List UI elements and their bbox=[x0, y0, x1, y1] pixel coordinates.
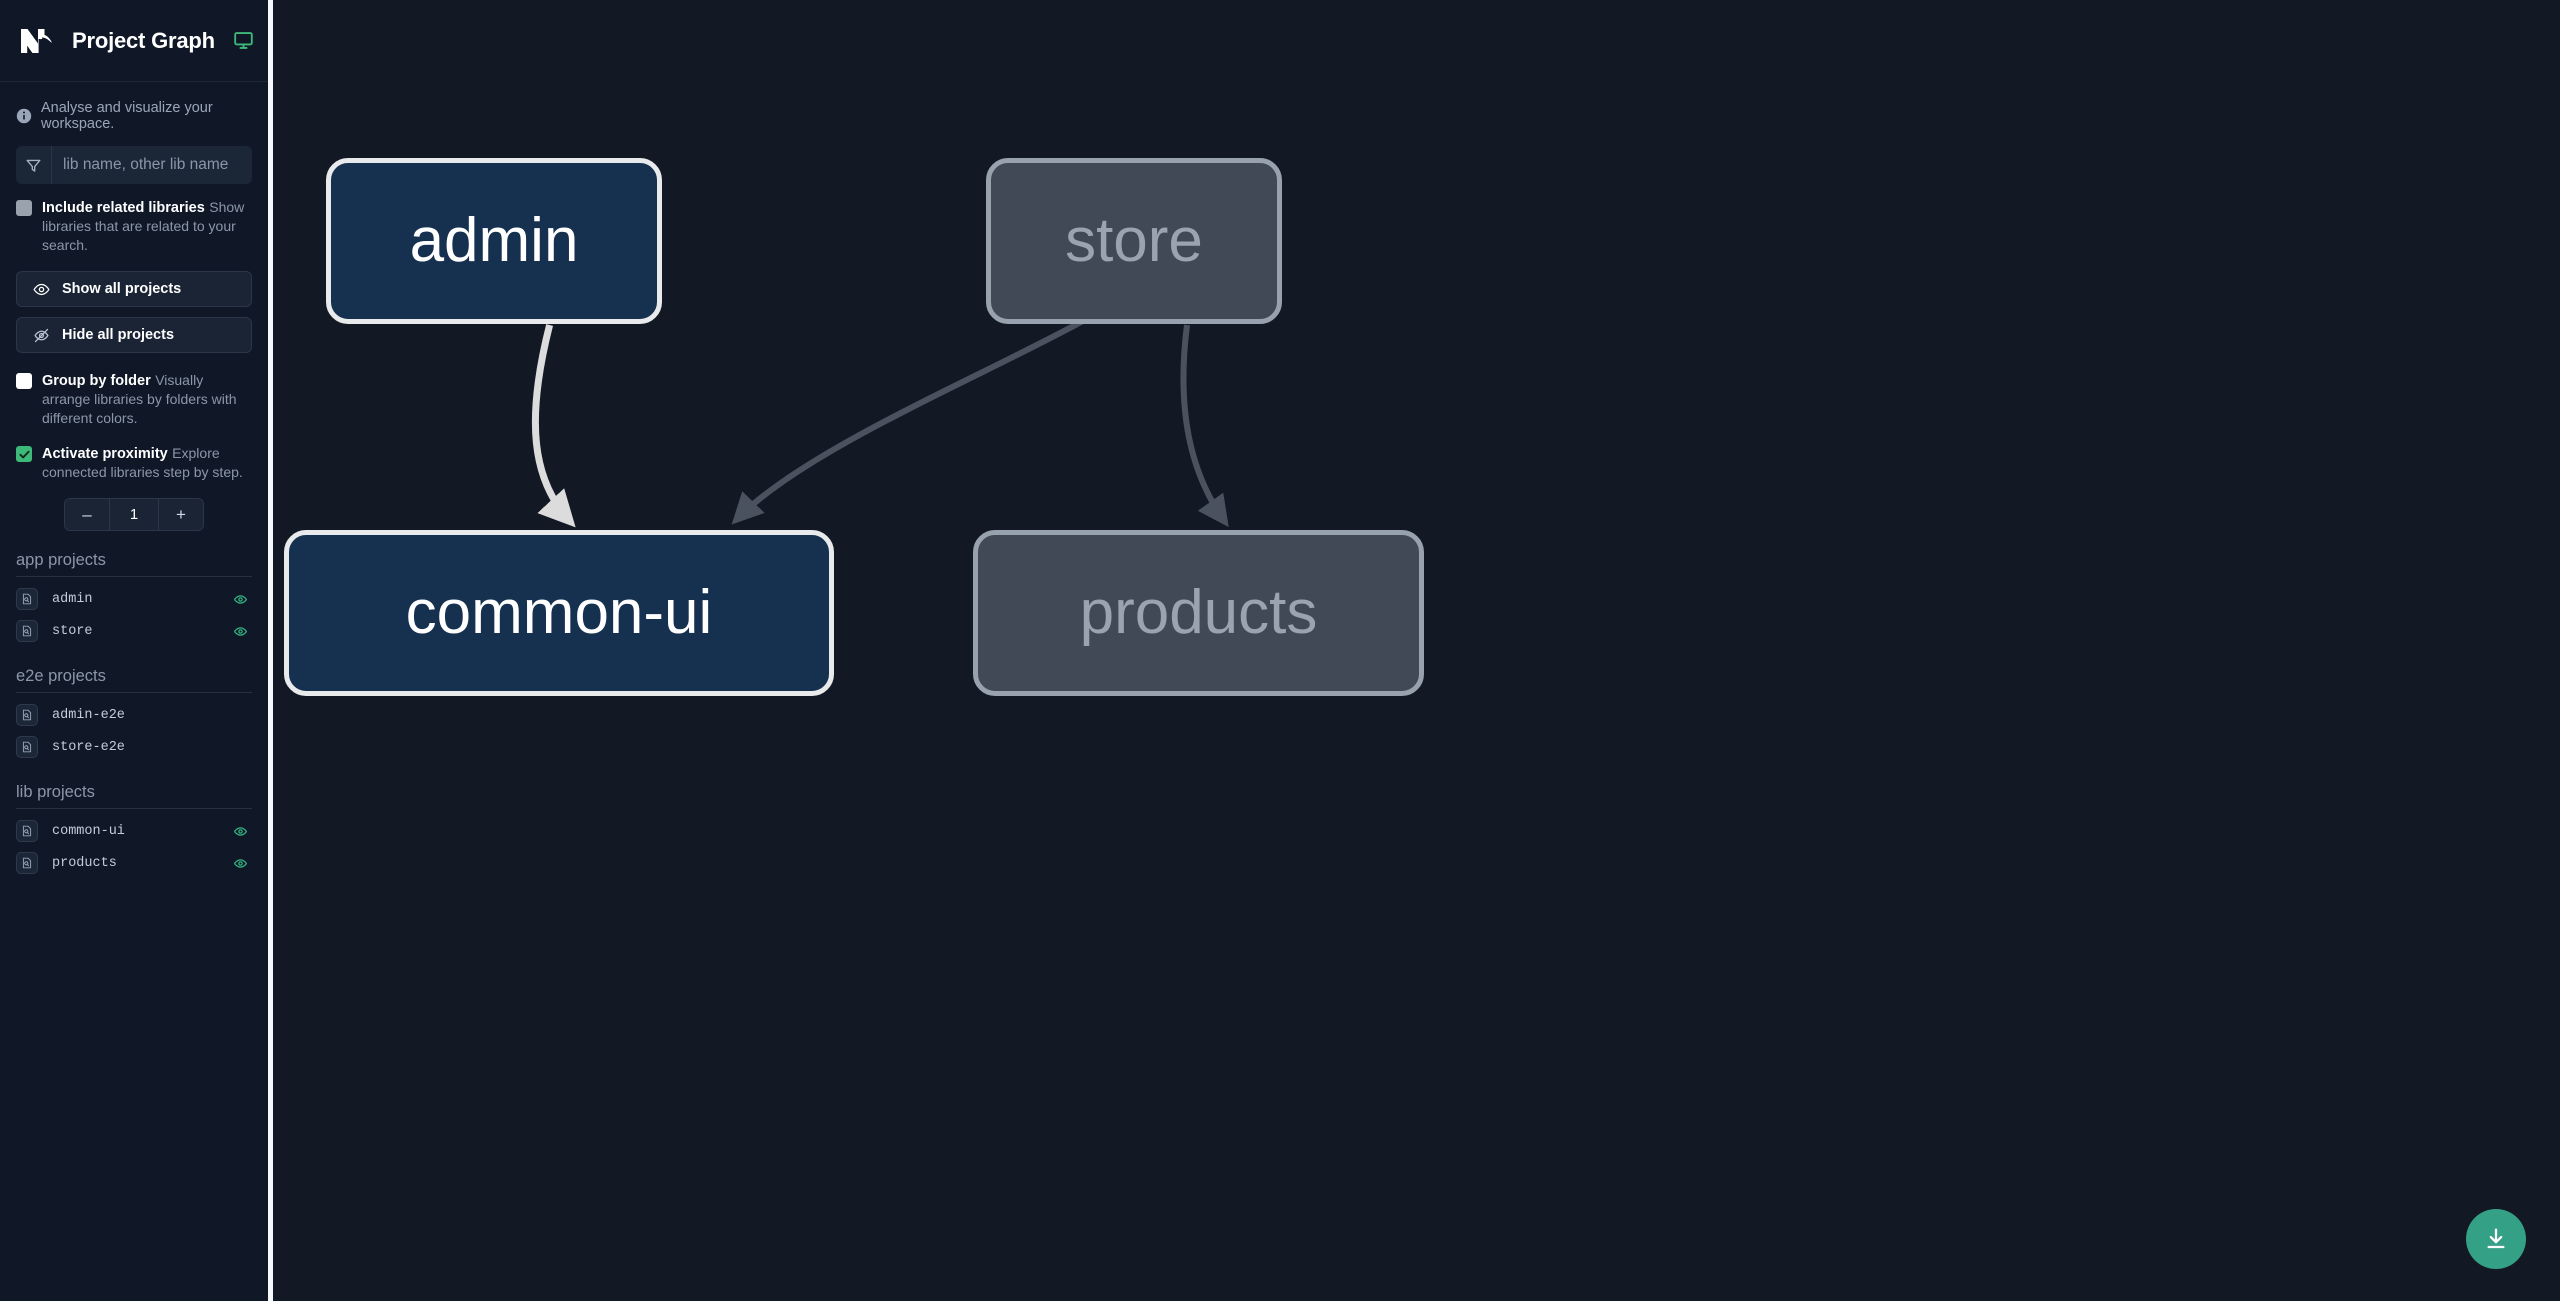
option-include-related-libraries[interactable]: Include related libraries Show libraries… bbox=[16, 198, 252, 255]
project-visibility-eye-icon[interactable] bbox=[230, 856, 250, 871]
project-row-admin[interactable]: admin bbox=[16, 583, 252, 615]
project-label: store-e2e bbox=[52, 739, 125, 755]
graph-node-common-ui[interactable]: common-ui bbox=[284, 530, 834, 696]
graph-node-label: products bbox=[1079, 578, 1318, 647]
hide-all-projects-button[interactable]: Hide all projects bbox=[16, 317, 252, 354]
graph-canvas[interactable]: admin store common-ui products bbox=[273, 0, 2560, 1301]
sidebar: Project Graph Analyse and visualize your… bbox=[0, 0, 273, 1301]
project-group-app: app projects admin bbox=[16, 551, 252, 647]
option-description: Explore connected libraries step by step… bbox=[42, 445, 243, 481]
graph-edges bbox=[531, 317, 1229, 528]
project-label: common-ui bbox=[52, 823, 125, 839]
project-file-icon bbox=[16, 704, 38, 727]
option-title: Activate proximity bbox=[42, 446, 168, 463]
sidebar-body: Include related libraries Show libraries… bbox=[0, 146, 268, 1301]
search-input[interactable] bbox=[52, 146, 252, 184]
graph-node-label: store bbox=[1065, 206, 1203, 275]
project-file-icon bbox=[16, 820, 38, 843]
page-title: Project Graph bbox=[72, 27, 215, 53]
proximity-increment-button[interactable]: + bbox=[159, 499, 203, 531]
project-label: admin-e2e bbox=[52, 707, 125, 723]
project-file-icon bbox=[16, 852, 38, 875]
show-all-projects-label: Show all projects bbox=[62, 281, 182, 298]
project-row-common-ui[interactable]: common-ui bbox=[16, 815, 252, 847]
bulk-visibility-buttons: Show all projects Hide all projects bbox=[16, 271, 252, 354]
project-label: admin bbox=[52, 591, 93, 607]
proximity-stepper: – 1 + bbox=[64, 498, 204, 532]
hide-all-projects-label: Hide all projects bbox=[62, 327, 175, 344]
option-title: Group by folder bbox=[42, 373, 151, 390]
proximity-decrement-button[interactable]: – bbox=[65, 499, 109, 531]
filter-icon-box bbox=[16, 146, 52, 184]
tagline-text: Analyse and visualize your workspace. bbox=[41, 100, 213, 132]
project-visibility-eye-icon[interactable] bbox=[230, 592, 250, 607]
project-file-icon bbox=[16, 588, 38, 611]
proximity-value: 1 bbox=[109, 499, 159, 531]
download-graph-button[interactable] bbox=[2466, 1209, 2526, 1269]
option-description: Show libraries that are related to your … bbox=[42, 199, 245, 254]
project-group-lib: lib projects common-ui bbox=[16, 783, 252, 879]
option-description: Visually arrange libraries by folders wi… bbox=[42, 372, 237, 427]
proximity-stepper-wrap: – 1 + bbox=[16, 498, 252, 532]
project-label: products bbox=[52, 855, 117, 871]
project-label: store bbox=[52, 623, 93, 639]
show-all-projects-button[interactable]: Show all projects bbox=[16, 271, 252, 308]
download-icon bbox=[2483, 1226, 2509, 1252]
edge-store-to-products bbox=[1180, 324, 1229, 528]
option-title: Include related libraries bbox=[42, 200, 205, 216]
sidebar-header: Project Graph bbox=[0, 0, 268, 82]
tagline: Analyse and visualize your workspace. bbox=[0, 82, 268, 146]
checkbox-group-by-folder[interactable] bbox=[16, 373, 32, 390]
project-file-icon bbox=[16, 736, 38, 759]
edge-admin-to-common-ui bbox=[531, 324, 576, 528]
edge-store-to-common-ui bbox=[731, 317, 1087, 525]
project-group-title: e2e projects bbox=[16, 667, 252, 694]
eye-icon bbox=[33, 281, 50, 298]
search-bar[interactable] bbox=[16, 146, 252, 184]
graph-node-store[interactable]: store bbox=[986, 158, 1282, 324]
project-file-icon bbox=[16, 620, 38, 643]
graph-node-label: admin bbox=[409, 206, 579, 275]
project-group-title: lib projects bbox=[16, 783, 252, 810]
project-row-store-e2e[interactable]: store-e2e bbox=[16, 731, 252, 763]
graph-node-admin[interactable]: admin bbox=[326, 158, 662, 324]
project-row-store[interactable]: store bbox=[16, 615, 252, 647]
project-group-e2e: e2e projects admin-e2e bbox=[16, 667, 252, 763]
monitor-icon[interactable] bbox=[233, 30, 254, 51]
project-row-admin-e2e[interactable]: admin-e2e bbox=[16, 699, 252, 731]
option-group-by-folder[interactable]: Group by folder Visually arrange librari… bbox=[16, 371, 252, 428]
project-visibility-eye-icon[interactable] bbox=[230, 624, 250, 639]
checkbox-activate-proximity[interactable] bbox=[16, 446, 32, 463]
project-group-title: app projects bbox=[16, 551, 252, 578]
eye-off-icon bbox=[33, 327, 50, 344]
info-icon bbox=[16, 108, 32, 124]
option-activate-proximity[interactable]: Activate proximity Explore connected lib… bbox=[16, 444, 252, 482]
project-visibility-eye-icon[interactable] bbox=[230, 824, 250, 839]
nx-logo-icon bbox=[16, 19, 58, 62]
project-row-products[interactable]: products bbox=[16, 847, 252, 879]
graph-node-products[interactable]: products bbox=[973, 530, 1424, 696]
checkbox-include-related-libraries[interactable] bbox=[16, 200, 32, 216]
funnel-icon bbox=[25, 157, 42, 174]
graph-node-label: common-ui bbox=[405, 578, 713, 647]
